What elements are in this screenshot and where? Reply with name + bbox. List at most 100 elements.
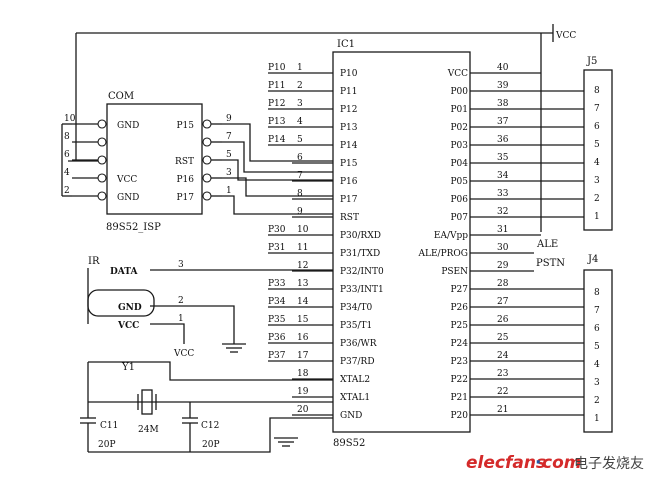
pin-name: P06 (450, 195, 468, 205)
isp-left-num: 4 (64, 168, 70, 178)
net-label: P35 (268, 315, 286, 325)
isp-right-pin (202, 137, 212, 147)
isp-part: 89S52_ISP (106, 222, 161, 233)
pin-number: 20 (297, 405, 309, 415)
pin-number: 10 (297, 225, 309, 235)
pin-number: 3 (297, 99, 303, 109)
pin-number: 7 (297, 171, 303, 181)
crystal-ref: Y1 (121, 362, 135, 373)
pin-number: 6 (297, 153, 303, 163)
net-label: P12 (268, 99, 286, 109)
isp-right-pin (202, 155, 212, 165)
pin-name: P31/TXD (340, 249, 380, 259)
j4-pin-number: 3 (594, 378, 600, 388)
net-label: P14 (268, 135, 286, 145)
j5-pin-number: 1 (594, 212, 600, 222)
isp-right-pin (202, 173, 212, 183)
psen-net-label: PSTN (536, 258, 565, 269)
j5-pin-number: 5 (594, 140, 600, 150)
ale-net-label: ALE (536, 239, 558, 250)
wire-ir-gnd (150, 305, 235, 344)
ir-vcc-label: VCC (173, 349, 194, 359)
isp-left-pin (97, 191, 107, 201)
isp-left-num: 6 (64, 150, 70, 160)
net-label: P30 (268, 225, 286, 235)
ir-pin-label: DATA (110, 267, 139, 277)
pin-name: P13 (340, 123, 358, 133)
j4-pin-number: 1 (594, 414, 600, 424)
pin-number: 16 (297, 333, 309, 343)
j5-body (583, 69, 613, 231)
pin-name: P15 (340, 159, 358, 169)
isp-right-num: 7 (226, 132, 232, 142)
ic1-ref: IC1 (337, 39, 355, 50)
j5-pin-number: 8 (594, 86, 600, 96)
net-label: P37 (268, 351, 286, 361)
wire-ir-vcc (150, 323, 185, 344)
pin-number: 18 (297, 369, 309, 379)
wire-p16 (222, 159, 333, 181)
pin-number: 34 (497, 171, 509, 181)
c12-value: 20P (202, 440, 220, 450)
pin-name: P10 (340, 69, 358, 79)
wire-rst-aux (222, 141, 333, 173)
pin-name: PSEN (441, 267, 468, 277)
pin-name: P27 (450, 285, 468, 295)
ic-ground-symbol (274, 437, 298, 447)
pin-name: P34/T0 (340, 303, 373, 313)
watermark-cn: 电子发烧友 (574, 456, 644, 472)
pin-number: 1 (297, 63, 303, 73)
j5-pin-number: 3 (594, 176, 600, 186)
pin-name: GND (340, 411, 362, 421)
ir-title: IR (88, 256, 100, 267)
net-label: P11 (268, 81, 286, 91)
pin-number: 30 (497, 243, 509, 253)
ir-pin-number: 2 (178, 296, 184, 306)
pin-number: 39 (497, 81, 509, 91)
pin-name: P01 (450, 105, 468, 115)
isp-right-label: P15 (176, 121, 194, 131)
vcc-top-label: VCC (555, 31, 576, 41)
isp-left-pin (97, 173, 107, 183)
isp-left-num: 8 (64, 132, 70, 142)
pin-name: P37/RD (340, 357, 375, 367)
wire-p15 (222, 123, 333, 162)
isp-right-pin (202, 191, 212, 201)
capacitor-c11 (80, 402, 96, 452)
isp-left-label: GND (117, 193, 139, 203)
pin-name: P22 (450, 375, 468, 385)
pin-number: 37 (497, 117, 509, 127)
pin-number: 40 (497, 63, 509, 73)
pin-name: EA/Vpp (434, 231, 468, 241)
watermark-dot: · (535, 453, 541, 473)
isp-right-num: 3 (226, 168, 232, 178)
pin-name: P16 (340, 177, 358, 187)
pin-name: P04 (450, 159, 468, 169)
pin-name: P17 (340, 195, 358, 205)
pin-number: 15 (297, 315, 309, 325)
wire-gnd-pin20 (190, 417, 333, 453)
net-label: P36 (268, 333, 286, 343)
pin-number: 8 (297, 189, 303, 199)
